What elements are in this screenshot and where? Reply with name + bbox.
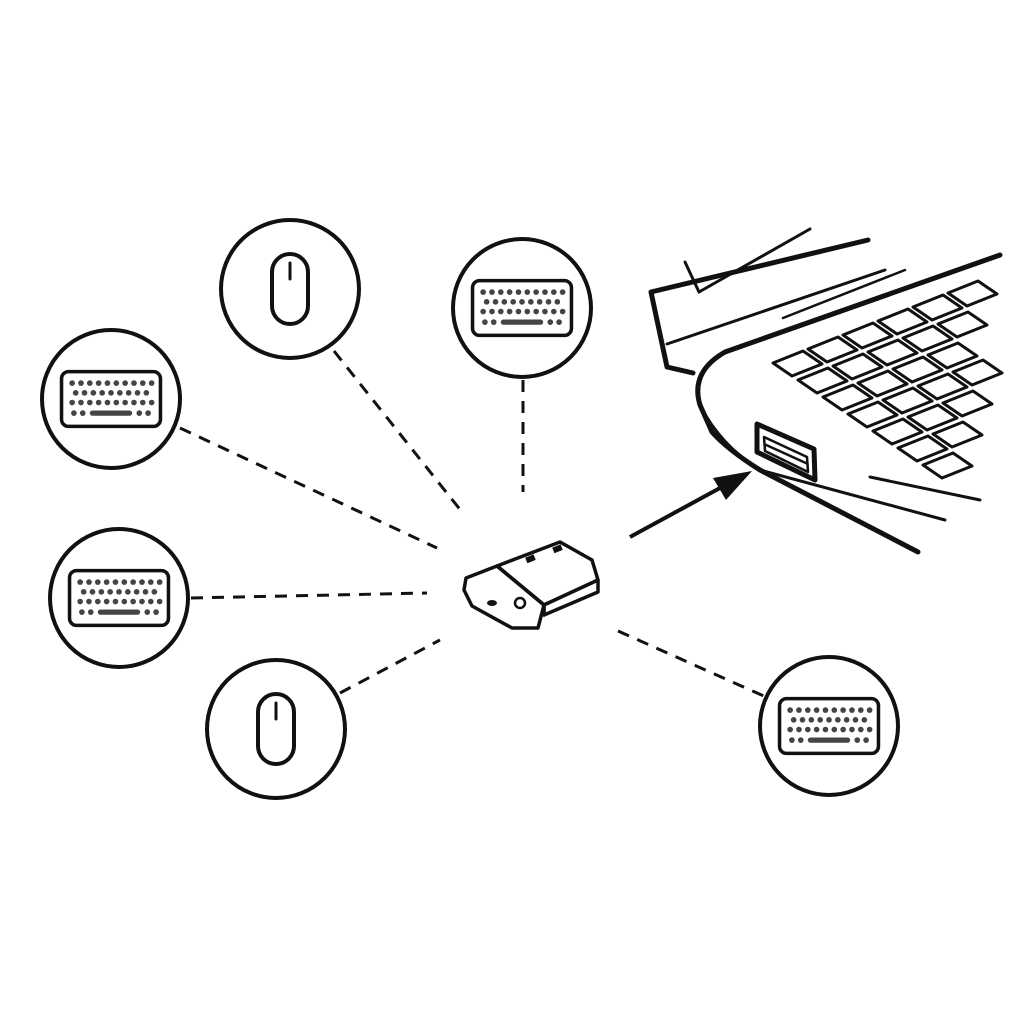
device-mouse-bottom	[205, 658, 347, 800]
device-keyboard-left-lower	[48, 527, 190, 669]
connection-line	[617, 629, 767, 699]
connection-line	[339, 638, 441, 695]
device-keyboard-top	[451, 237, 593, 379]
usb-receiver-icon	[462, 540, 600, 630]
arrow-icon	[629, 471, 752, 539]
device-keyboard-right	[758, 655, 900, 797]
connection-line	[190, 591, 428, 600]
connection-line	[332, 350, 464, 513]
mouse-icon	[256, 692, 296, 766]
keyboard-icon	[470, 278, 574, 338]
mouse-icon	[270, 252, 310, 326]
device-keyboard-left-upper	[40, 328, 182, 470]
connection-line	[179, 426, 438, 550]
laptop-icon	[648, 227, 1004, 555]
keyboard-icon	[777, 696, 881, 756]
connection-lines	[179, 350, 767, 699]
keyboard-icon	[59, 369, 163, 429]
keyboard-icon	[67, 568, 171, 628]
device-mouse-top	[219, 218, 361, 360]
usb-port-icon	[754, 421, 818, 483]
